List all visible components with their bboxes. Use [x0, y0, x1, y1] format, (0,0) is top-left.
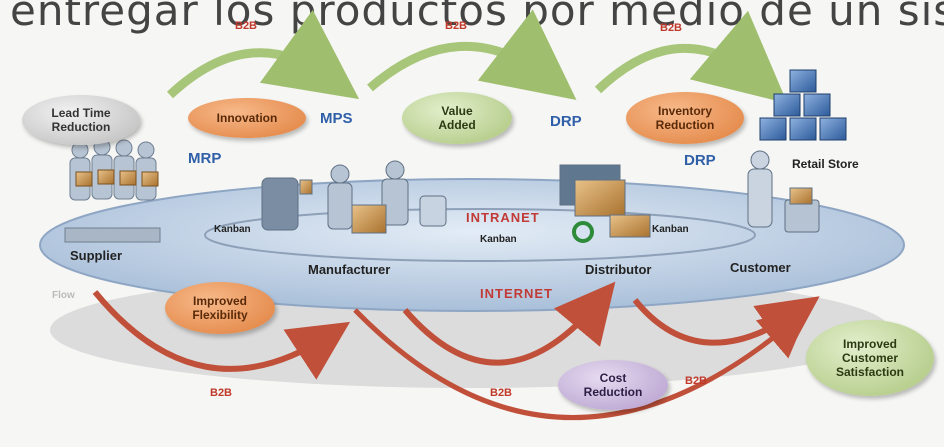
green-arc-2	[367, 9, 577, 100]
kanban-label: Kanban	[652, 224, 689, 235]
improved-flexibility-bubble: Improved Flexibility	[165, 282, 275, 334]
caption-text: entregar los productos por medio de un s…	[10, 0, 944, 35]
retail-store-label: Retail Store	[792, 157, 859, 171]
cost-reduction-bubble: Cost Reduction	[558, 360, 668, 410]
supplier-label: Supplier	[70, 248, 123, 263]
manufacturer-figures-icon	[261, 160, 447, 234]
b2b-label: B2B	[660, 22, 683, 34]
b2b-label: B2B	[685, 375, 708, 387]
mrp-label: MRP	[188, 150, 222, 167]
green-arc-3	[594, 10, 788, 104]
b2b-label: B2B	[445, 20, 468, 32]
retail-store-icon	[759, 69, 847, 141]
intranet-label: INTRANET	[466, 210, 540, 225]
intranet-ring	[204, 208, 756, 262]
customer-satisfaction-bubble: Improved Customer Satisfaction	[806, 320, 934, 396]
lead-time-reduction-bubble: Lead Time Reduction	[22, 95, 140, 145]
customer-label: Customer	[730, 260, 791, 275]
red-arc-3	[353, 307, 811, 420]
kanban-label: Kanban	[480, 234, 517, 245]
value-added-bubble: Value Added	[402, 92, 512, 144]
inventory-reduction-bubble: Inventory Reduction	[626, 92, 744, 144]
customer-figure-icon	[747, 150, 820, 233]
green-arc-1	[166, 9, 360, 100]
kanban-label: Kanban	[214, 224, 251, 235]
drp-label: DRP	[550, 113, 582, 130]
innovation-bubble: Innovation	[188, 98, 306, 138]
mps-label: MPS	[320, 110, 353, 127]
manufacturer-label: Manufacturer	[308, 262, 391, 277]
b2b-label: B2B	[490, 387, 513, 399]
network-disc	[39, 178, 905, 312]
b2b-label: B2B	[235, 20, 258, 32]
red-arc-1	[92, 290, 351, 380]
distributor-label: Distributor	[585, 262, 652, 277]
distributor-truck-icon	[559, 164, 651, 243]
red-arc-4	[632, 296, 820, 356]
internet-label: INTERNET	[480, 286, 553, 301]
b2b-label: B2B	[210, 387, 233, 399]
drp-label: DRP	[684, 152, 716, 169]
red-arc-2	[402, 281, 616, 366]
flow-label: Flow	[52, 290, 75, 301]
